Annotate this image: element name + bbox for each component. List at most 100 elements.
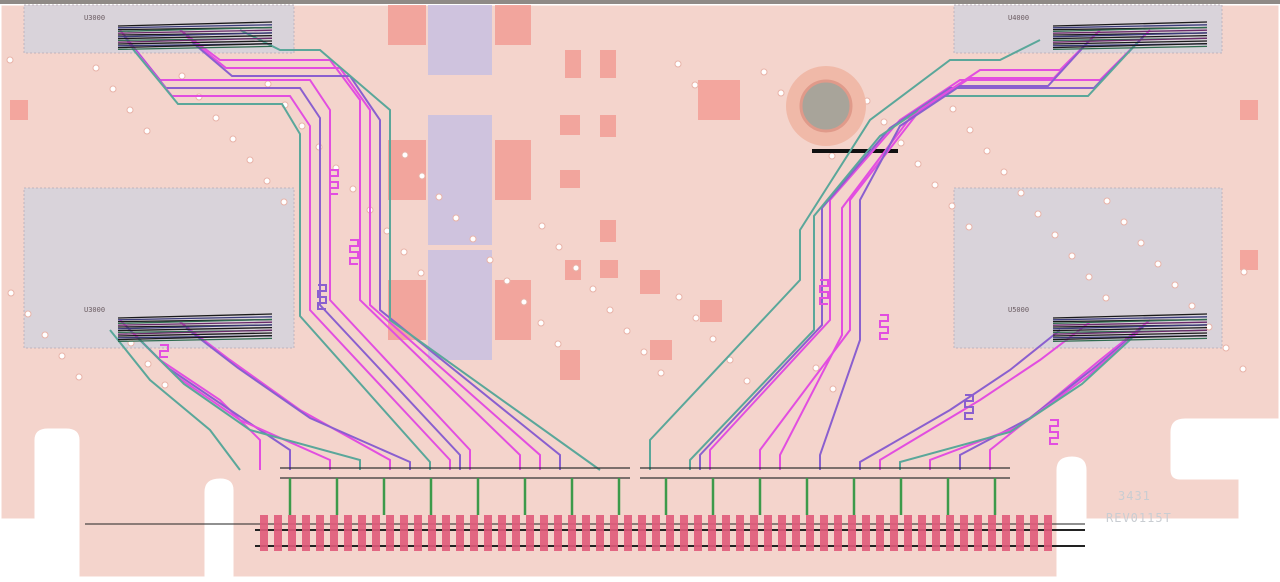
fanout-stroke [1052, 32, 1208, 38]
fanout-stroke [1052, 334, 1208, 341]
fanout-stroke [117, 24, 273, 29]
fanout-stroke [117, 337, 273, 343]
via [263, 177, 271, 185]
power-planes [428, 5, 492, 360]
fanout-stroke [1052, 21, 1208, 27]
connector-pin [652, 515, 660, 551]
connector-pin [400, 515, 408, 551]
fanout-stroke [1052, 326, 1208, 332]
connector-pin [918, 515, 926, 551]
via [949, 105, 957, 113]
via [143, 127, 151, 135]
via [6, 56, 14, 64]
connector-pin [764, 515, 772, 551]
via [760, 68, 768, 76]
via [1017, 189, 1025, 197]
via [640, 348, 648, 356]
connector-pin [484, 515, 492, 551]
connector-pin [666, 515, 674, 551]
via [1000, 168, 1008, 176]
connector-pin [638, 515, 646, 551]
via [1102, 294, 1110, 302]
connector-pin [694, 515, 702, 551]
connector-pin [904, 515, 912, 551]
connector-pin [1016, 515, 1024, 551]
fanout-stroke [1052, 24, 1208, 29]
via [606, 306, 614, 314]
connector-pin [358, 515, 366, 551]
fanout-stroke [117, 324, 273, 330]
via [743, 377, 751, 385]
via [675, 293, 683, 301]
connector-pin [1002, 515, 1010, 551]
fanout-stroke [117, 329, 273, 335]
fanout-stroke [117, 26, 273, 33]
connector-pin [862, 515, 870, 551]
via [1103, 197, 1111, 205]
via [931, 181, 939, 189]
connector-pin [582, 515, 590, 551]
connector-pin [260, 515, 268, 551]
chip-label: U3000 [84, 14, 105, 22]
via [161, 381, 169, 389]
fanout-stroke [1052, 40, 1208, 45]
scale-bar [812, 149, 898, 153]
connector-pin [386, 515, 394, 551]
board-edge-top [0, 0, 1280, 4]
connector-pin [526, 515, 534, 551]
connector-pin [610, 515, 618, 551]
via [726, 356, 734, 364]
connector-pin [792, 515, 800, 551]
connector-pin [372, 515, 380, 551]
via [709, 335, 717, 343]
via [178, 72, 186, 80]
connector-pin [960, 515, 968, 551]
fanout-stroke [117, 34, 273, 40]
connector-pin [596, 515, 604, 551]
via [828, 152, 836, 160]
via [897, 139, 905, 147]
connector-pin [540, 515, 548, 551]
via [538, 222, 546, 230]
connector-pin [932, 515, 940, 551]
silkscreen-text: REV0115T [1106, 511, 1172, 525]
via [452, 214, 460, 222]
connector-pin [1030, 515, 1038, 551]
fanout-stroke [1052, 332, 1208, 337]
connector-pin [316, 515, 324, 551]
connector-pin [330, 515, 338, 551]
via [692, 314, 700, 322]
via [298, 122, 306, 130]
fanout-stroke [117, 42, 273, 49]
via [554, 340, 562, 348]
connector-pin [890, 515, 898, 551]
via [1034, 210, 1042, 218]
via [349, 185, 357, 193]
via [503, 277, 511, 285]
connector-pin [498, 515, 506, 551]
connector-pin [1044, 515, 1052, 551]
via [983, 147, 991, 155]
via [401, 151, 409, 159]
connector-pin [512, 515, 520, 551]
silkscreen-text: 3431 [1118, 489, 1151, 503]
connector-pin [848, 515, 856, 551]
via [966, 126, 974, 134]
power-plane [428, 5, 492, 75]
connector-pin [554, 515, 562, 551]
via [246, 156, 254, 164]
via [7, 289, 15, 297]
via [264, 80, 272, 88]
connector-pin [680, 515, 688, 551]
fanout-stroke [1052, 37, 1208, 43]
fanout-stroke [1052, 321, 1208, 326]
via [1085, 273, 1093, 281]
connector-pin [624, 515, 632, 551]
via [1171, 281, 1179, 289]
chip-label: U5000 [1008, 306, 1029, 314]
via [469, 235, 477, 243]
via [589, 285, 597, 293]
via [965, 223, 973, 231]
via [400, 248, 408, 256]
fanout-stroke [117, 32, 273, 38]
